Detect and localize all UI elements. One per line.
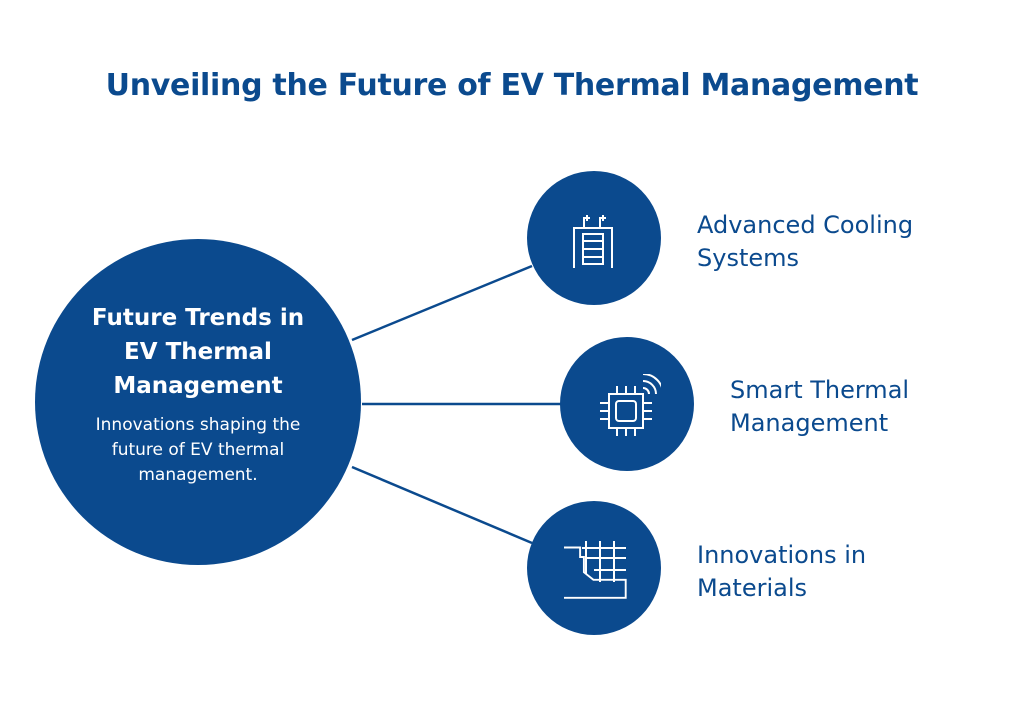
smart-chip-icon: [600, 374, 661, 436]
branch-label-materials: Innovations in Materials: [697, 541, 867, 602]
branch-node-cooling: [527, 171, 661, 305]
center-description: Innovations shaping the future of EV the…: [95, 415, 301, 485]
cooling-system-icon: [573, 215, 613, 268]
branch-node-smart: [560, 337, 694, 471]
connector-line: [351, 264, 533, 342]
branch-label-cooling: Advanced Cooling Systems: [697, 211, 914, 272]
branch-label-smart: Smart Thermal Management: [730, 376, 910, 437]
material-grid-icon: [564, 541, 627, 599]
diagram-title: Unveiling the Future of EV Thermal Manag…: [105, 68, 919, 103]
connector-line: [351, 465, 533, 545]
center-title: Future Trends in EV Thermal Management: [91, 305, 305, 399]
branch-node-materials: [527, 501, 661, 635]
center-node: Future Trends in EV Thermal Management I…: [35, 239, 361, 565]
